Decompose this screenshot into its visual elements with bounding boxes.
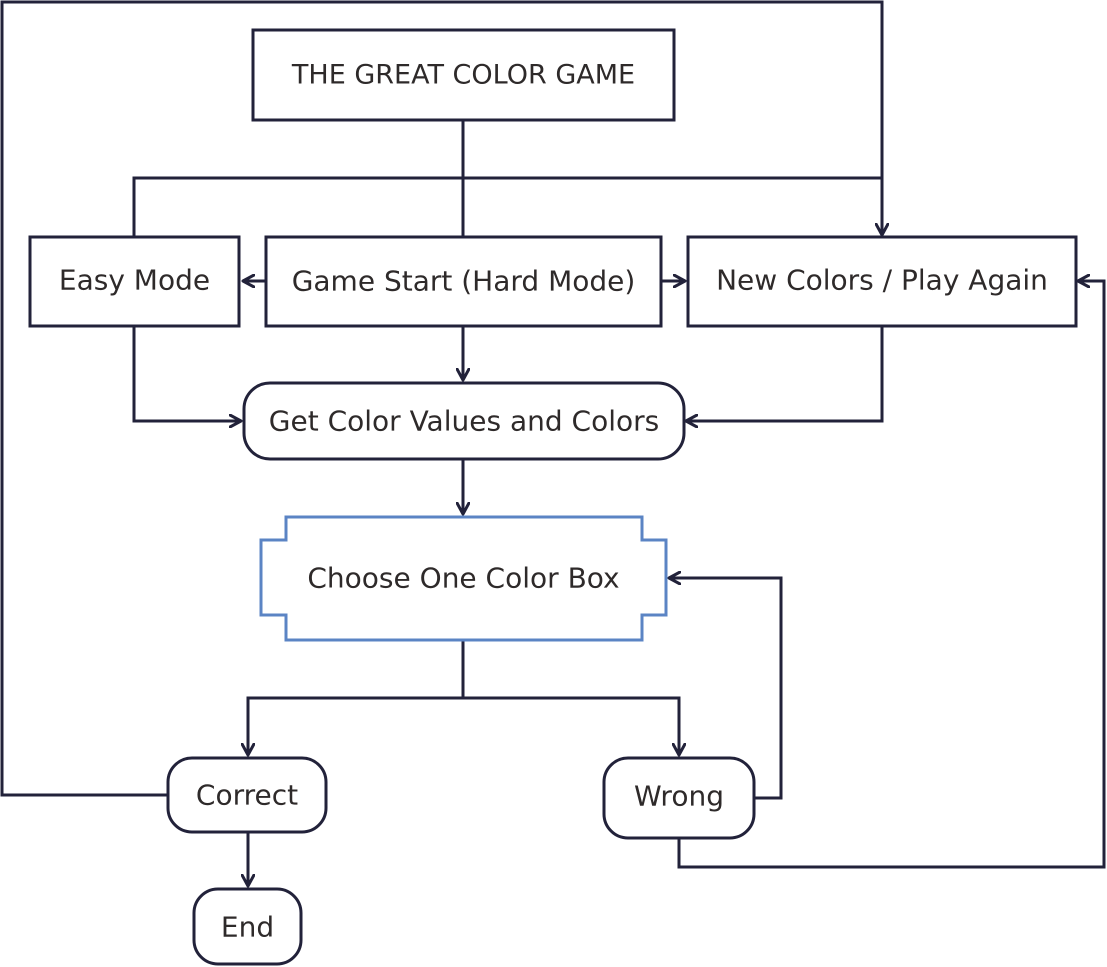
node-new-colors-box: [686, 235, 1078, 328]
node-choose-box: Choose One Color Box: [259, 515, 668, 642]
node-title: THE GREAT COLOR GAME: [251, 28, 676, 122]
node-easy-mode: Easy Mode: [28, 235, 241, 328]
node-end: End: [192, 887, 303, 966]
node-choose-box-shape: [259, 515, 668, 642]
node-easy-mode-label: Easy Mode: [59, 264, 210, 297]
node-game-start-label: Game Start (Hard Mode): [292, 265, 636, 298]
node-easy-mode-box: [28, 235, 241, 328]
node-new-colors-label: New Colors / Play Again: [716, 264, 1048, 297]
node-wrong-label: Wrong: [634, 780, 724, 813]
edge-new-colors-to-get-colors: [686, 326, 884, 421]
node-end-box: [192, 887, 303, 966]
edge-easy-mode-to-get-colors: [132, 326, 241, 421]
node-new-colors: New Colors / Play Again: [686, 235, 1078, 328]
node-title-label: THE GREAT COLOR GAME: [291, 60, 635, 91]
node-correct: Correct: [166, 756, 328, 834]
node-game-start-box: [264, 235, 663, 328]
node-title-box: [251, 28, 676, 122]
node-game-start: Game Start (Hard Mode): [264, 235, 663, 328]
node-correct-box: [166, 756, 328, 834]
node-wrong: Wrong: [602, 756, 756, 840]
edge-split-to-correct: [248, 696, 463, 755]
node-get-colors-box: [242, 381, 686, 461]
node-get-colors-label: Get Color Values and Colors: [269, 405, 659, 438]
edge-split-to-wrong: [463, 696, 679, 755]
node-choose-box-label: Choose One Color Box: [307, 562, 619, 595]
edge-correct-to-new-colors: [0, 0, 882, 797]
node-correct-label: Correct: [196, 779, 298, 812]
edge-wrong-to-choose-box: [669, 578, 783, 800]
edge-bus-horizontal: [132, 176, 882, 237]
edges: [0, 0, 1106, 886]
node-wrong-box: [602, 756, 756, 840]
edge-wrong-to-new-colors: [677, 281, 1106, 869]
node-get-colors: Get Color Values and Colors: [242, 381, 686, 461]
node-end-label: End: [221, 911, 274, 944]
